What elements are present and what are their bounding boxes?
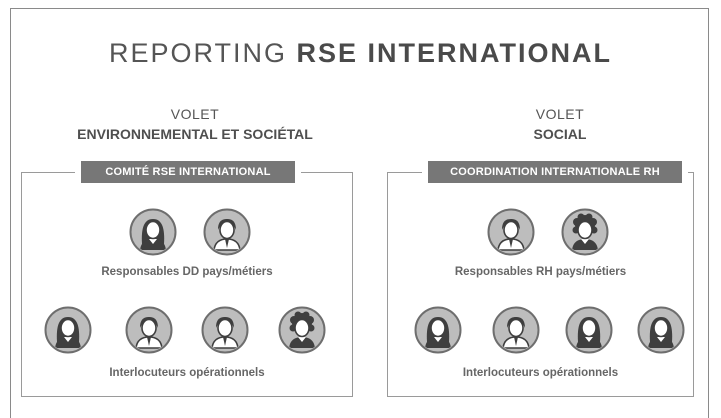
left-group2-avatar-2 [125, 306, 173, 354]
left-group1-avatar-1 [129, 208, 177, 256]
right-group1-avatar-1 [487, 208, 535, 256]
right-group2-avatar-2 [492, 306, 540, 354]
woman-curly-hair-icon [561, 208, 609, 256]
man-tie-icon [125, 306, 173, 354]
volet-label: VOLET [170, 106, 220, 122]
right-group1-label: Responsables RH pays/métiers [454, 266, 627, 278]
man-tie-icon [492, 306, 540, 354]
right-group2-avatar-1 [414, 306, 462, 354]
outer-frame [10, 8, 709, 418]
tag-coordination-rh: COORDINATION INTERNATIONALE RH [422, 161, 688, 183]
left-group2-label: Interlocuteurs opérationnels [109, 367, 265, 379]
title-light: REPORTING [108, 38, 297, 68]
title-bold: RSE INTERNATIONAL [296, 38, 613, 68]
volet-name: SOCIAL [533, 126, 587, 142]
left-group2-avatar-4 [278, 306, 326, 354]
left-group2-avatar-1 [44, 306, 92, 354]
man-tie-icon [201, 306, 249, 354]
left-group1-label: Responsables DD pays/métiers [101, 266, 273, 278]
left-group1-avatar-2 [203, 208, 251, 256]
woman-long-hair-icon [637, 306, 685, 354]
panel-coordination-rh [387, 172, 694, 397]
volet-name: ENVIRONNEMENTAL ET SOCIÉTAL [77, 126, 313, 142]
man-tie-icon [487, 208, 535, 256]
right-group2-avatar-3 [565, 306, 613, 354]
volet-label: VOLET [535, 106, 585, 122]
right-group2-label: Interlocuteurs opérationnels [462, 367, 619, 379]
woman-long-hair-icon [129, 208, 177, 256]
right-group1-avatar-2 [561, 208, 609, 256]
right-group2-avatar-4 [637, 306, 685, 354]
woman-long-hair-icon [414, 306, 462, 354]
volet-environnemental-heading: VOLET ENVIRONNEMENTAL ET SOCIÉTAL [40, 104, 350, 144]
volet-social-heading: VOLET SOCIAL [410, 104, 710, 144]
page-title: REPORTING RSE INTERNATIONAL [0, 38, 721, 69]
woman-curly-hair-icon [278, 306, 326, 354]
man-tie-icon [203, 208, 251, 256]
woman-long-hair-icon [44, 306, 92, 354]
left-group2-avatar-3 [201, 306, 249, 354]
tag-comite-rse: COMITÉ RSE INTERNATIONAL [75, 161, 301, 183]
panel-comite-rse [21, 172, 353, 397]
woman-long-hair-icon [565, 306, 613, 354]
